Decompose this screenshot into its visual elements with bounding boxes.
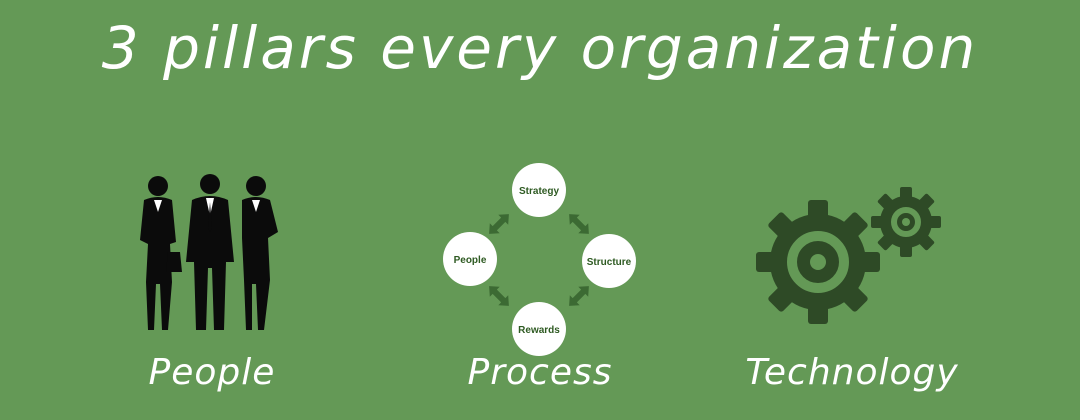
cycle-arrows-icon: Strategy Structure Rewards People [436, 158, 646, 362]
pillar-label-people: People [148, 352, 276, 393]
businesspeople-silhouette-icon [128, 172, 288, 336]
cycle-arrows [489, 214, 589, 306]
pillar-label-process: Process [467, 352, 613, 393]
node-structure: Structure [582, 234, 636, 288]
svg-text:People: People [454, 255, 487, 266]
svg-text:Strategy: Strategy [519, 186, 559, 197]
pillar-label-technology: Technology [745, 352, 959, 393]
node-people: People [443, 232, 497, 286]
gears-icon [756, 182, 956, 336]
svg-text:Rewards: Rewards [518, 325, 560, 336]
node-rewards: Rewards [512, 302, 566, 356]
svg-text:Structure: Structure [587, 257, 632, 268]
page-title: 3 pillars every organization [101, 14, 979, 82]
node-strategy: Strategy [512, 163, 566, 217]
